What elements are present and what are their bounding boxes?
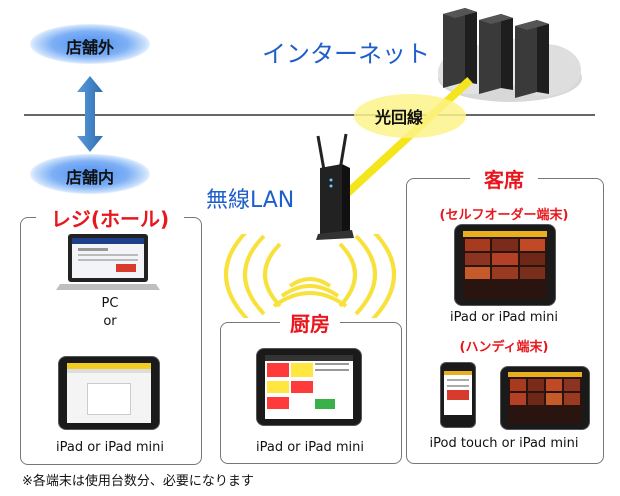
handy-phone-screen (444, 371, 472, 415)
pc-caption: PC (101, 296, 119, 311)
footnote: ※各端末は使用台数分、必要になります (22, 474, 254, 489)
server-rack-icon (443, 8, 549, 98)
fiber-line (337, 77, 473, 203)
router-icon (316, 133, 354, 240)
or-caption: or (103, 314, 117, 329)
handy-label: (ハンディ端末) (459, 340, 549, 355)
fiber-label: 光回線 (375, 108, 424, 127)
register-ipad-caption: iPad or iPad mini (56, 440, 164, 455)
self-order-tablet-icon (454, 224, 556, 306)
handy-phone-icon (440, 362, 476, 428)
kitchen-tablet-screen (265, 355, 353, 419)
boundary-line (24, 114, 595, 116)
wireless-label: 無線LAN (206, 188, 295, 213)
outside-glow (30, 24, 150, 64)
handy-tablet-screen (508, 372, 582, 424)
kitchen-tablet-icon (256, 348, 362, 426)
updown-arrow-icon (77, 76, 103, 152)
wifi-wave-icon (224, 234, 396, 318)
register-title: レジ(ホール) (36, 203, 184, 232)
inside-glow (30, 154, 150, 194)
laptop-icon (56, 234, 160, 290)
register-tablet-icon (58, 356, 160, 430)
kitchen-ipad-caption: iPad or iPad mini (256, 440, 364, 455)
kitchen-title: 厨房 (280, 308, 340, 337)
self-order-caption: iPad or iPad mini (450, 310, 558, 325)
inside-label: 店舗内 (65, 168, 114, 187)
register-tablet-screen (67, 363, 151, 423)
internet-cloud-graphic (438, 8, 582, 102)
self-order-label: (セルフオーダー端末) (439, 208, 569, 223)
self-order-tablet-screen (463, 231, 547, 299)
handy-caption: iPod touch or iPad mini (429, 436, 579, 451)
outside-label: 店舗外 (65, 38, 114, 57)
handy-tablet-icon (500, 366, 590, 430)
seats-title: 客席 (470, 164, 538, 193)
internet-label: インターネット (262, 40, 430, 68)
